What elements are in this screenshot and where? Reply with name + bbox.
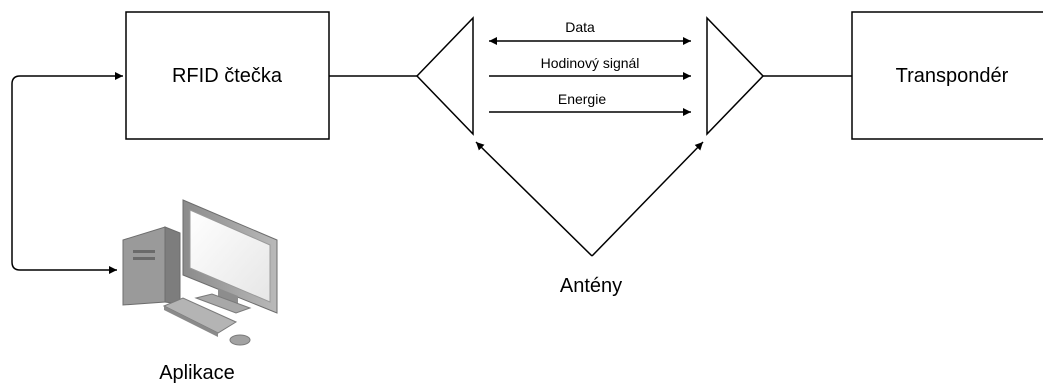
transponder-antenna xyxy=(706,16,765,136)
transponder-label: Transpondér xyxy=(896,65,1009,87)
rfid-reader-label: RFID čtečka xyxy=(172,65,283,87)
application-label: Aplikace xyxy=(159,362,235,383)
antennas-label: Antény xyxy=(560,275,622,297)
reader-antenna xyxy=(415,16,474,136)
rfid-reader-node: RFID čtečka xyxy=(125,11,330,140)
clock-signal-label: Hodinový signál xyxy=(541,55,640,71)
antenna-pointer-left xyxy=(475,141,593,257)
energy-label: Energie xyxy=(558,91,606,107)
antenna-pointer-right xyxy=(591,141,704,257)
rfid-reader-box xyxy=(125,11,330,140)
reader-application-connector xyxy=(11,72,123,274)
data-label: Data xyxy=(565,19,595,35)
transponder-box xyxy=(851,11,1043,140)
desktop-computer-icon xyxy=(122,199,278,346)
transponder-node: Transpondér xyxy=(851,11,1043,140)
